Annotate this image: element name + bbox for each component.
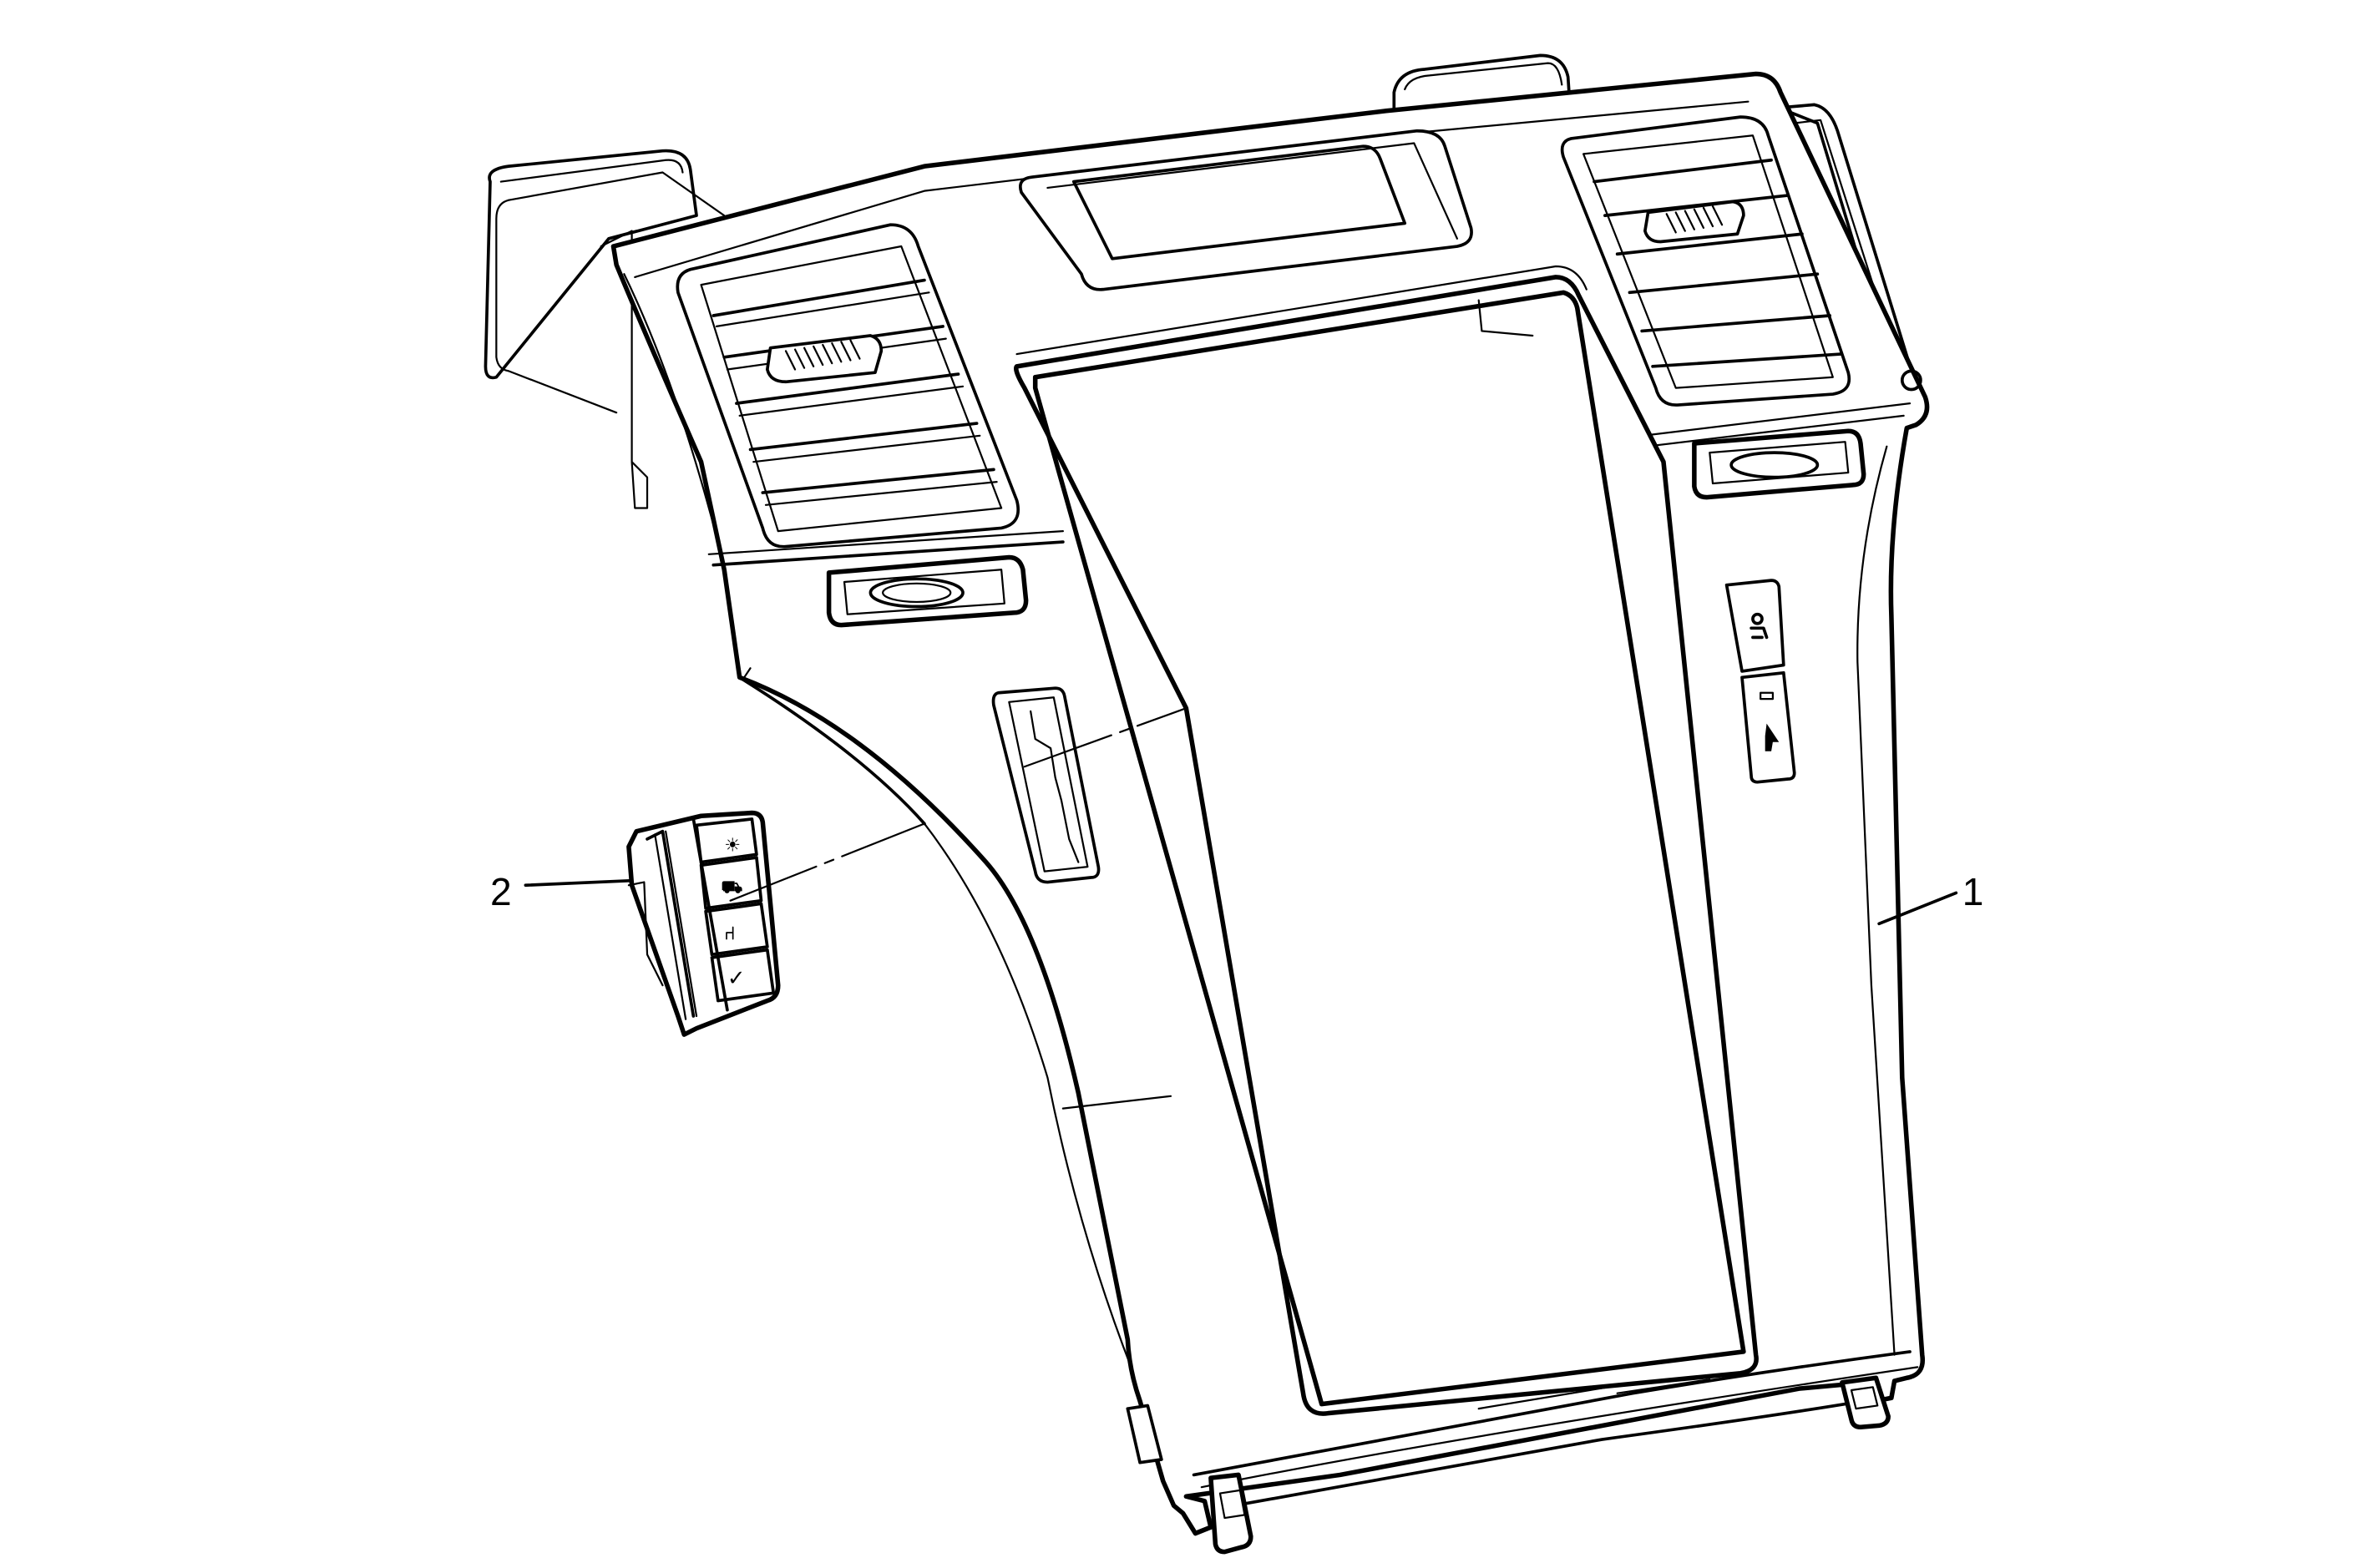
seat-arrow-icon <box>1765 723 1780 751</box>
defrost-icon: ☀ <box>724 835 741 857</box>
switch-opening <box>991 686 1101 884</box>
accessory-switch-part-2: ☀ ⛟ ⑁ ✓ <box>626 810 781 1037</box>
center-opening <box>1014 265 1759 1416</box>
right-thumbwheel <box>1692 428 1866 500</box>
seat-icon: ⑁ <box>724 923 735 944</box>
bezel-right-switches <box>1724 579 1796 784</box>
left-thumbwheel <box>826 554 1029 628</box>
info-display-opening <box>1018 129 1473 291</box>
right-air-vent <box>1560 115 1922 407</box>
defrost-icon-button <box>695 817 758 864</box>
callout-2-label: 2 <box>490 870 512 913</box>
alignment-lines <box>729 707 1187 902</box>
callout-1-leader <box>1877 891 1958 926</box>
vehicle-icon: ⛟ <box>722 877 743 897</box>
left-air-vent <box>676 223 1020 549</box>
callout-1-label: 1 <box>1962 870 1984 913</box>
mounting-feet <box>1126 1375 1891 1555</box>
callout-2-leader <box>524 878 634 888</box>
check-icon: ✓ <box>727 966 746 991</box>
indicator-window <box>1760 691 1775 701</box>
person-airbag-icon <box>1750 612 1769 640</box>
